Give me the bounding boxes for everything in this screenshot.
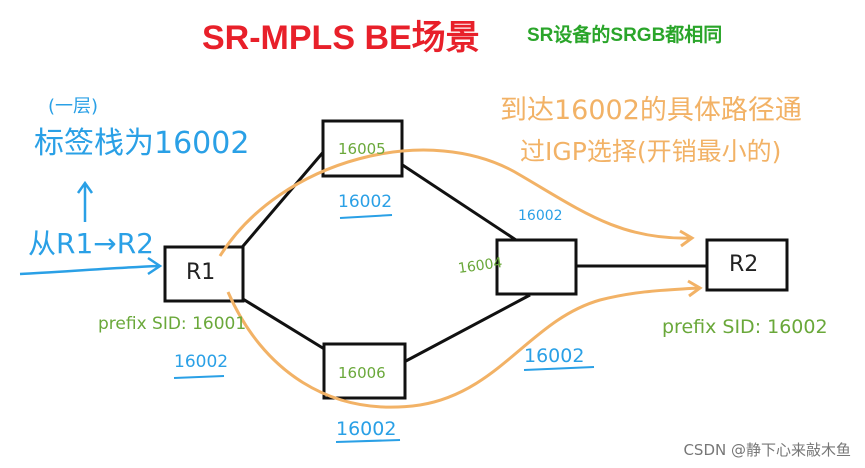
stack-label-r5-out: 16002 [338,192,393,212]
note-path-line2: 过IGP选择(开销最小的) [520,137,782,166]
note-label-stack-value: 标签栈为16002 [34,126,250,161]
arrow-up [76,180,94,222]
underline-r1-out [173,375,225,379]
page-title: SR-MPLS BE场景 [202,19,480,57]
stack-label-r4-in: 16002 [518,208,563,224]
underline-r6-out [335,439,401,443]
note-path-line1: 到达16002的具体路径通 [500,95,802,126]
router-r2-box [705,238,789,292]
router-r1-box [163,245,245,303]
router-r1-label: R1 [186,260,216,285]
note-from-r1-to-r2: 从R1→R2 [28,227,155,260]
link-r1-r5 [236,149,327,253]
stack-label-r1-out: 16002 [174,352,229,372]
link-r6-r4 [403,293,531,364]
watermark: CSDN @静下心来敲木鱼 [683,441,851,459]
router-r6-box [322,342,407,400]
arrow-to-r1 [19,256,163,276]
underline-r4-out [523,366,595,371]
link-r5-r4 [397,160,517,242]
stack-label-r6-out: 16002 [336,418,397,440]
page-subtitle: SR设备的SRGB都相同 [527,25,723,46]
stack-label-r4-out: 16002 [524,345,585,367]
prefix-sid-r1: prefix SID: 16001 [98,314,247,334]
path-upper-arrowhead [679,229,695,248]
router-r2-label: R2 [729,252,759,277]
router-r6-label: 16006 [338,364,386,382]
router-r4-box [495,238,578,296]
path-upper [218,148,691,257]
path-lower-arrowhead [687,279,703,298]
note-label-stack-layer: (一层) [48,96,99,117]
underline-r5-out [339,214,393,219]
path-lower [226,286,699,409]
router-r5-label: 16005 [338,140,386,158]
prefix-sid-r2: prefix SID: 16002 [662,316,828,338]
link-r1-r6 [237,294,327,352]
